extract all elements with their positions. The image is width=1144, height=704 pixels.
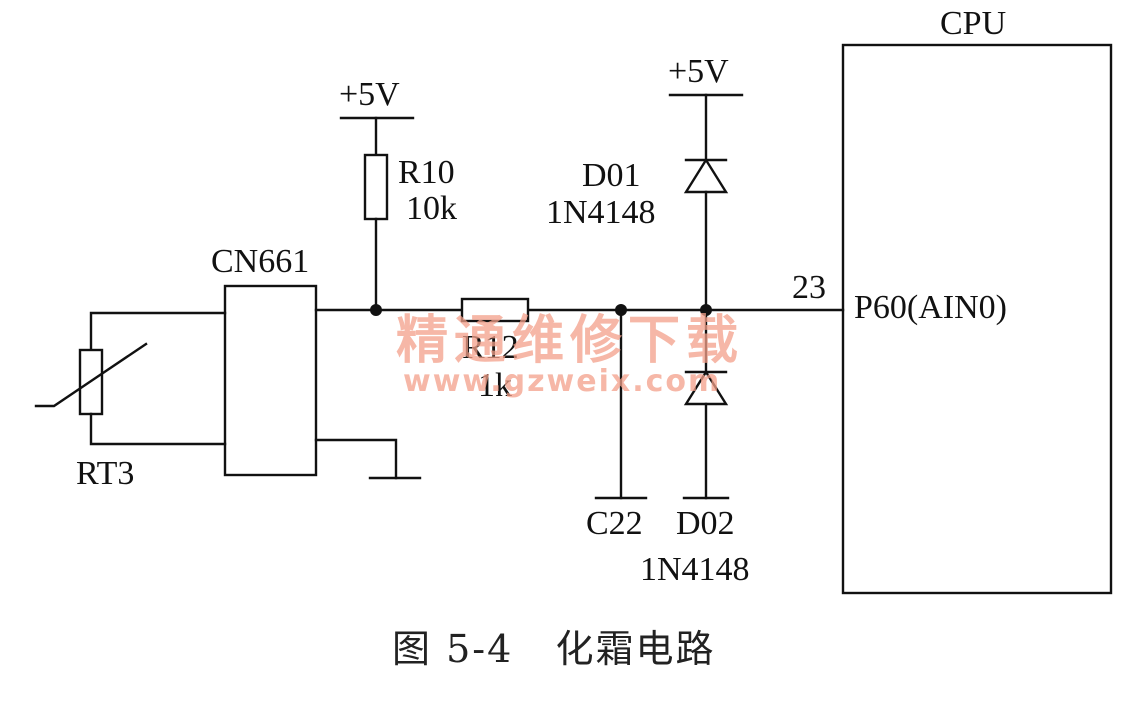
cpu-label: CPU (940, 5, 1006, 42)
cpu-block (841, 43, 1113, 595)
r12-name-label: R12 (462, 329, 519, 366)
thermistor-slash (34, 342, 148, 408)
cpu-pin-number: 23 (792, 269, 826, 306)
vcc-right-label: +5V (668, 53, 729, 90)
rt3-label: RT3 (76, 455, 134, 492)
c22-label: C22 (586, 505, 643, 542)
vcc-left-label: +5V (339, 76, 400, 113)
d02-part-label: 1N4148 (640, 551, 750, 588)
diode-d01-triangle (683, 157, 729, 194)
r10-value-label: 10k (406, 190, 457, 227)
r10-name-label: R10 (398, 154, 455, 191)
junction-c22 (615, 304, 627, 316)
d02-name-label: D02 (676, 505, 735, 542)
r12-value-label: 1k (478, 367, 512, 404)
resistor-r10 (363, 153, 389, 221)
junction-r10 (370, 304, 382, 316)
wire-rt3-top (89, 311, 227, 352)
junction-diodes (700, 304, 712, 316)
resistor-r12 (460, 297, 530, 323)
watermark-title: 精通维修下载 (396, 311, 744, 371)
d01-part-label: 1N4148 (546, 194, 656, 231)
figure-caption: 图 5-4 化霜电路 (392, 627, 716, 671)
d01-name-label: D01 (582, 157, 641, 194)
cpu-pin-name: P60(AIN0) (854, 289, 1007, 326)
connector-cn661 (223, 284, 318, 477)
watermark-url: www.gzweix.com (403, 364, 721, 399)
wire-rt3-bottom (89, 412, 227, 446)
wire-cn661-to-ground (314, 438, 398, 480)
cn661-label: CN661 (211, 243, 309, 280)
